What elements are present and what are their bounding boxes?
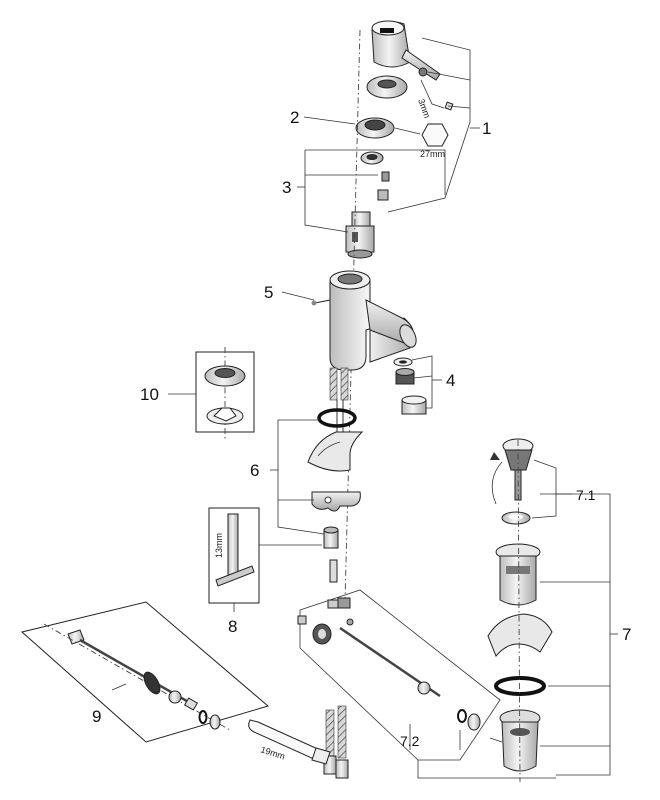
- spanner-size-label: 19mm: [259, 744, 286, 761]
- cartridge-screws: [377, 171, 390, 201]
- retaining-nut: [355, 117, 395, 139]
- callout-7-1: 7.1: [576, 487, 596, 503]
- hex-nut-tool-icon: [394, 123, 449, 147]
- callout-5: 5: [264, 283, 273, 302]
- callout-7: 7: [622, 625, 631, 644]
- hex-key-screw: [418, 67, 454, 111]
- callout-6: 6: [250, 461, 259, 480]
- mounting-nut: [323, 526, 339, 549]
- spare-parts-box-10: [168, 347, 255, 440]
- callout-2: 2: [290, 108, 299, 127]
- callout-3-leaders: [297, 149, 446, 233]
- cartridge-ring: [360, 151, 384, 165]
- popup-seal: [501, 511, 531, 525]
- callout-3: 3: [282, 178, 291, 197]
- supply-hoses-lower: [323, 705, 349, 779]
- basin-section-waste: [487, 613, 553, 657]
- callout-7-2: 7.2: [400, 733, 420, 749]
- faucet-body: [311, 270, 417, 371]
- callout-8: 8: [228, 617, 237, 636]
- tool-box-8: [208, 507, 322, 612]
- aerator-housing: [401, 395, 427, 415]
- wrench-size-label: 13mm: [214, 533, 224, 558]
- callout-9: 9: [92, 707, 101, 726]
- drain-rod-set-9: [20, 601, 270, 743]
- spanner-tool-icon: [248, 719, 331, 765]
- drain-connector-set-7-2: [297, 589, 501, 761]
- mounting-bracket: [311, 491, 361, 512]
- waste-axis: [517, 439, 521, 783]
- waste-o-ring: [494, 676, 546, 696]
- handle-lever: [371, 20, 441, 81]
- waste-nut: [489, 709, 541, 772]
- hex-key-size-label: 3mm: [416, 97, 432, 119]
- handle-cap-badge: [380, 28, 394, 33]
- handle-cover-ring: [366, 75, 408, 99]
- popup-plug: [490, 438, 534, 505]
- aerator-insert: [395, 368, 415, 385]
- nut-size-label: 27mm: [420, 149, 445, 159]
- callout-1: 1: [482, 119, 491, 138]
- basin-section: [307, 431, 364, 472]
- callout-6-leaders: [270, 419, 325, 535]
- ceramic-cartridge: [345, 211, 375, 259]
- callout-4: 4: [446, 371, 455, 390]
- callout-7-leaders: [417, 459, 618, 779]
- waste-body: [495, 543, 541, 606]
- callout-10: 10: [140, 385, 159, 404]
- callout-4-leaders: [411, 355, 442, 409]
- mounting-o-ring: [317, 408, 357, 428]
- callout-1-leaders: [387, 37, 480, 213]
- aerator-washer: [393, 357, 413, 367]
